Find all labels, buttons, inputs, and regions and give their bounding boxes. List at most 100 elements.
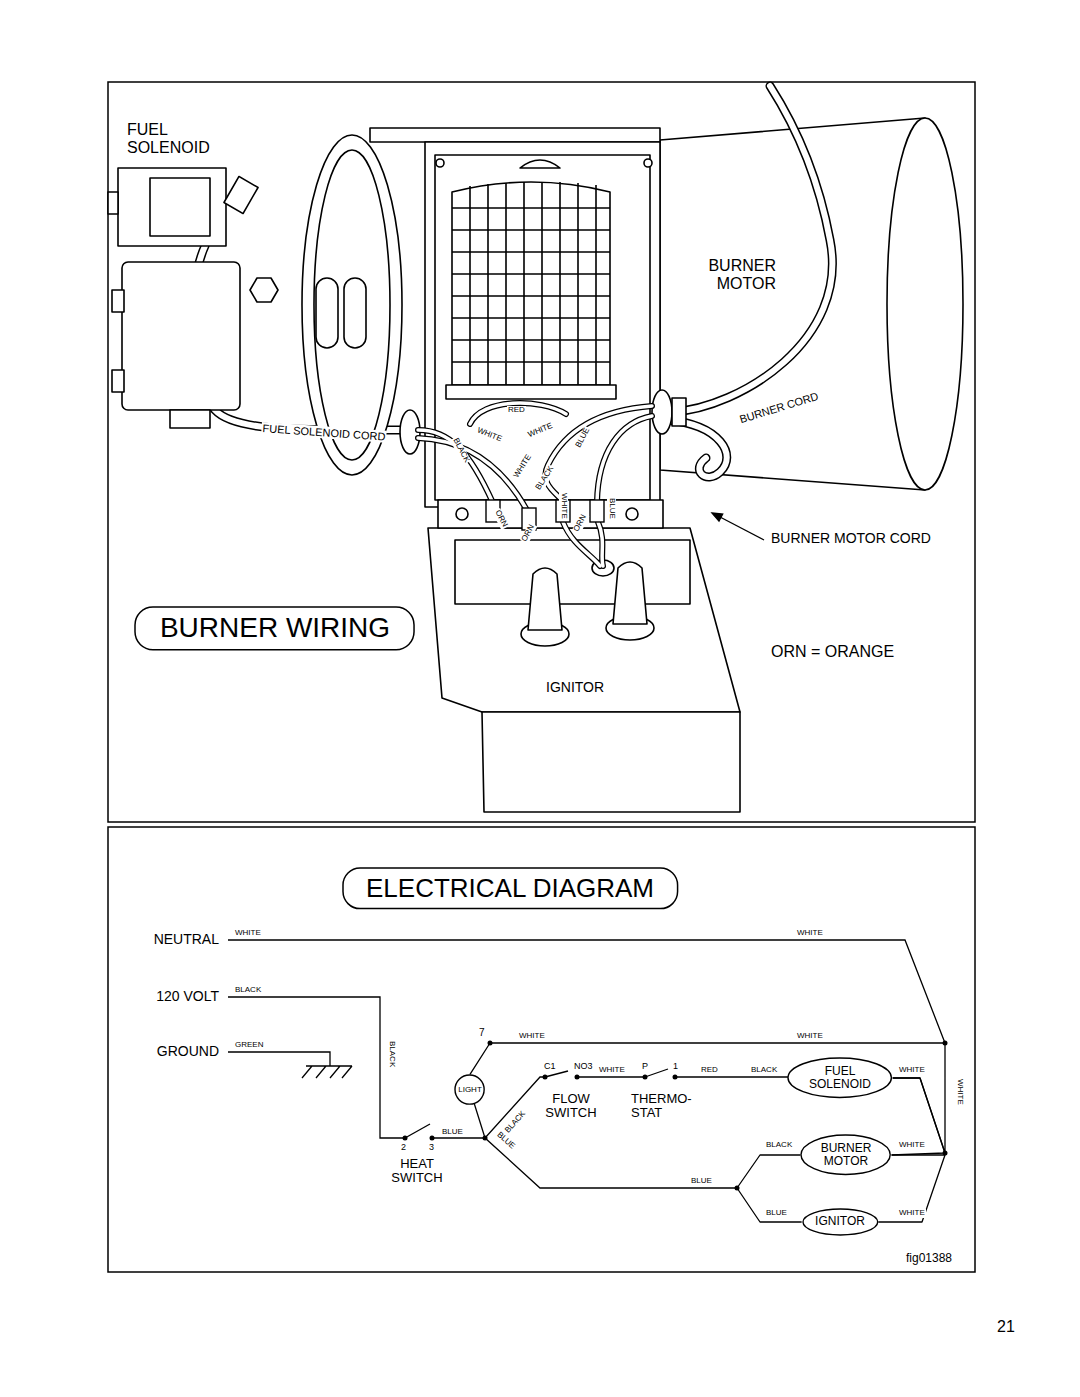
wire-color: WHITE [898, 1141, 926, 1150]
node-text: FUEL SOLENOID [805, 1065, 875, 1091]
burner-tube [887, 118, 963, 490]
burner-motor-symbol-outline [801, 1135, 890, 1174]
terminal-number: C1 [543, 1062, 557, 1072]
page-number: 21 [996, 1318, 1016, 1336]
wire-color: BLUE [607, 497, 616, 520]
wire-color: WHITE [518, 1032, 546, 1041]
fuel-pump [122, 262, 240, 410]
cord [672, 86, 832, 412]
fuel-pump [314, 150, 390, 460]
fuel-pump [302, 135, 402, 475]
lead-wire [598, 522, 603, 566]
node-text: IGNITOR [815, 1215, 865, 1228]
wire-color: WHITE [512, 452, 534, 480]
ignitor-body [455, 540, 690, 604]
wire-connector [590, 500, 604, 522]
node-text: LIGHT [458, 1086, 482, 1095]
wire-color: WHITE [526, 422, 555, 441]
wire-color: BLACK [234, 986, 262, 995]
wire-color: BLUE [765, 1209, 788, 1218]
ignitor-body [626, 508, 638, 520]
ignitor-body [456, 508, 468, 520]
schematic-wire [485, 1077, 545, 1138]
wire-color: RED [507, 406, 526, 415]
wire-color: BLACK [750, 1066, 778, 1075]
leader-line [712, 513, 723, 521]
lead-wire [597, 416, 652, 502]
cord [672, 86, 832, 412]
part-label: BURNER MOTOR CORD [770, 531, 932, 546]
wire-color: BLACK [450, 436, 471, 465]
wire-color: BLUE [441, 1128, 464, 1137]
fuel-solenoid-symbol: FUEL SOLENOID [787, 1057, 892, 1098]
junction-dot [430, 1136, 435, 1141]
fuel-pump [344, 278, 366, 348]
wire-color: WHITE [598, 1066, 626, 1075]
junction-box [452, 182, 610, 385]
node-text: ELECTRICAL DIAGRAM [366, 874, 654, 903]
switch-label: THERMO- STAT [630, 1092, 700, 1121]
junction-dot [403, 1136, 408, 1141]
fuel-pump [150, 178, 210, 236]
color-key: ORN = ORANGE [770, 643, 895, 661]
cord [668, 420, 727, 477]
terminal-number: 7 [478, 1027, 486, 1038]
junction-box [452, 182, 610, 385]
schematic-wire [228, 940, 945, 1188]
burner-motor-symbol: BURNER MOTOR [800, 1134, 891, 1175]
switch-label: FLOW SWITCH [538, 1092, 604, 1121]
junction-box [644, 159, 652, 167]
junction-box [652, 390, 672, 434]
wire-color: WHITE [796, 1032, 824, 1041]
wire-color: BLUE [494, 1130, 517, 1152]
junction-dot [483, 1136, 488, 1141]
cord [668, 420, 727, 477]
ignitor-body [438, 500, 663, 528]
schematic-wire [302, 1066, 352, 1078]
schematic-wire [577, 1076, 645, 1077]
fuel-pump [112, 370, 124, 392]
lead-wire [545, 406, 652, 502]
supply-label: GROUND [156, 1044, 220, 1059]
cord-label: FUEL SOLENOID CORD [261, 422, 387, 443]
wire-color: ORN [492, 508, 509, 530]
panel-frame [108, 82, 975, 1272]
terminal-number: 1 [672, 1062, 679, 1072]
ignitor-symbol-outline [803, 1209, 878, 1235]
figure-number: fig01388 [905, 1252, 953, 1265]
lead-wire [418, 403, 652, 566]
switch-label: HEAT SWITCH [386, 1157, 448, 1186]
indicator-light-outline [455, 1075, 484, 1104]
wire-color: WHITE [898, 1209, 926, 1218]
junction-box [370, 128, 686, 507]
junction-box [425, 142, 660, 507]
schematic-wire [228, 1052, 330, 1066]
fuel-pump [118, 168, 226, 246]
fuel-pump [224, 177, 258, 214]
junction-dot [543, 1075, 548, 1080]
wire-color: BLACK [534, 464, 556, 493]
wire-color: GREEN [234, 1041, 264, 1050]
terminal-number: 2 [400, 1143, 407, 1153]
terminal-number: 3 [428, 1143, 435, 1153]
part-label: FUEL SOLENOID [126, 121, 223, 156]
ignitor-body [428, 500, 740, 812]
lead-wire [545, 406, 652, 502]
schematic-wire [228, 940, 945, 1043]
ignitor-body [613, 562, 647, 624]
junction-box [672, 398, 686, 426]
section-heading: ELECTRICAL DIAGRAM [342, 867, 679, 910]
fuel-solenoid-symbol-outline [788, 1058, 891, 1097]
junction-dot [575, 1075, 580, 1080]
leader-line [712, 513, 764, 540]
wire-color: BLACK [765, 1141, 793, 1150]
section-heading: BURNER WIRING [134, 606, 415, 651]
wire-color: WHITE [234, 929, 262, 938]
ignitor-symbol: IGNITOR [802, 1208, 879, 1236]
junction-dot [403, 1041, 948, 1191]
junction-dot [643, 1075, 648, 1080]
ignitor-body [428, 528, 740, 712]
schematic-wire [405, 1124, 430, 1138]
junction-box [436, 159, 444, 167]
